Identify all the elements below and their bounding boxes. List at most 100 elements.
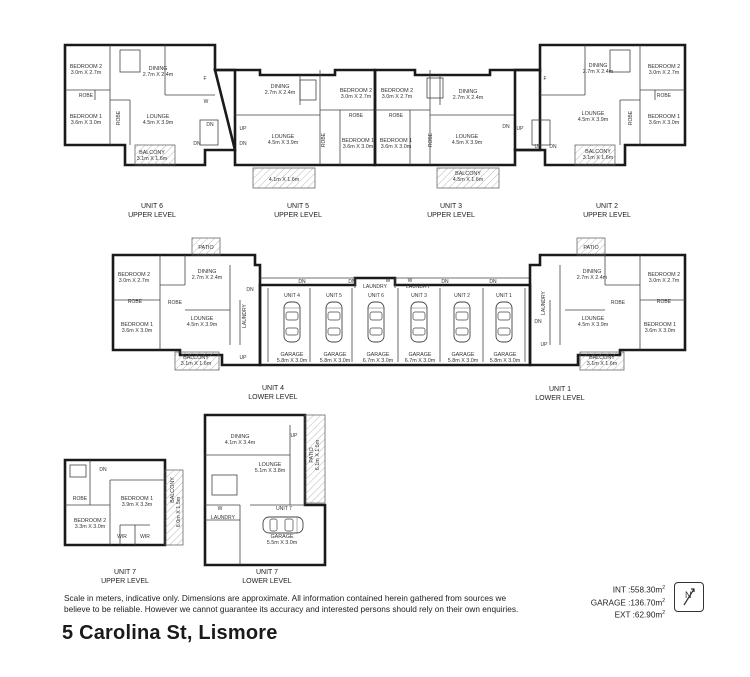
dn-tag: DN: [489, 279, 497, 285]
room-name: DINING: [583, 269, 602, 275]
room-size: 2.7m X 2.4m: [265, 90, 296, 96]
area-unit: 2: [662, 610, 665, 617]
room-size: 3.1m X 1.6m: [181, 361, 212, 367]
room-name: LOUNGE: [272, 134, 295, 140]
unit-level: UPPER LEVEL: [583, 212, 631, 219]
disclaimer-text: Scale in meters, indicative only. Dimens…: [64, 593, 519, 614]
unit-6-upper-plan: [63, 43, 237, 167]
room-size: 4.1m X 1.6m: [269, 177, 300, 183]
robe-tag: ROBE: [116, 110, 122, 125]
dn-tag: DN: [99, 467, 107, 473]
room-size: 3.1m X 1.6m: [587, 361, 618, 367]
dn-tag: DN: [239, 141, 247, 147]
unit-7-lower-plan: [203, 413, 327, 567]
room-name: BEDROOM 1: [380, 138, 412, 144]
up-tag: UP: [535, 144, 543, 150]
room-name: DINING: [231, 434, 250, 440]
room-size: 5.1m X 3.8m: [255, 468, 286, 474]
garage-unit-label: UNIT 1: [496, 293, 512, 299]
robe-tag: ROBE: [389, 113, 404, 119]
garage-unit-label: UNIT 2: [454, 293, 470, 299]
room-name: BEDROOM 2: [648, 272, 680, 278]
patio-tag: PATIO: [583, 245, 598, 251]
garage-unit-label: UNIT 6: [368, 293, 384, 299]
area-unit: 2: [662, 597, 665, 604]
room-name: DINING: [459, 89, 478, 95]
unit-level: LOWER LEVEL: [248, 394, 298, 401]
unit-title: UNIT 7: [256, 569, 278, 576]
room-size: 3.6m X 3.0m: [649, 120, 680, 126]
room-size: 4.5m X 3.9m: [187, 322, 218, 328]
dn-tag: DN: [502, 124, 510, 130]
room-name: BEDROOM 1: [70, 114, 102, 120]
unit-1-lower-plan: [528, 237, 687, 371]
room-size: 5.8m X 3.0m: [277, 358, 308, 364]
room-name: GARAGE: [323, 352, 346, 358]
area-value: :558.30m: [628, 585, 663, 595]
area-label: GARAGE: [590, 598, 626, 608]
room-name: DINING: [271, 84, 290, 90]
garage-block: [258, 276, 532, 367]
room-name: LOUNGE: [147, 114, 170, 120]
garage-unit-label: UNIT 5: [326, 293, 342, 299]
room-name: LOUNGE: [582, 111, 605, 117]
room-name: LOUNGE: [259, 462, 282, 468]
w-tag: W: [408, 278, 413, 284]
robe-tag: ROBE: [73, 496, 88, 502]
laundry-tag: LAUNDRY: [211, 515, 235, 521]
w-tag: W: [218, 506, 223, 512]
w-tag: W: [204, 99, 209, 105]
room-size: 4.1m X 3.4m: [225, 440, 256, 446]
room-name: BALCONY: [183, 355, 209, 361]
unit-title: UNIT 3: [440, 203, 462, 210]
up-tag: UP: [240, 355, 248, 361]
room-name: GARAGE: [366, 352, 389, 358]
unit-title: UNIT 2: [596, 203, 618, 210]
area-row-ext: EXT :62.90m2: [555, 608, 665, 621]
robe-tag: ROBE: [657, 299, 672, 305]
room-size: 2.7m X 2.4m: [577, 275, 608, 281]
room-size: 3.6m X 3.0m: [645, 328, 676, 334]
unit-level: UPPER LEVEL: [427, 212, 475, 219]
dn-tag: DN: [246, 287, 254, 293]
north-arrow-icon: N: [683, 588, 695, 606]
unit-title: UNIT 1: [549, 386, 571, 393]
room-name: BALCONY: [170, 477, 176, 503]
room-size: 4.5m X 3.9m: [578, 117, 609, 123]
room-size: 3.0m X 2.7m: [649, 278, 680, 284]
area-label: EXT: [614, 611, 631, 621]
room-size: 4.5m X 1.6m: [453, 177, 484, 183]
room-size: 6.1m X 1.5m: [315, 439, 321, 470]
room-name: BEDROOM 1: [644, 322, 676, 328]
room-size: 4.5m X 3.9m: [143, 120, 174, 126]
robe-tag: ROBE: [79, 93, 94, 99]
up-tag: UP: [517, 126, 525, 132]
dn-tag: DN: [534, 319, 542, 325]
room-name: BEDROOM 2: [648, 64, 680, 70]
room-size: 3.0m X 2.7m: [71, 70, 102, 76]
room-name: BALCONY: [455, 171, 481, 177]
room-name: BALCONY: [585, 149, 611, 155]
garage-unit-label: UNIT 3: [411, 293, 427, 299]
room-size: 3.9m X 3.3m: [122, 502, 153, 508]
room-size: 5.8m X 3.0m: [448, 358, 479, 364]
unit-level: LOWER LEVEL: [535, 395, 585, 402]
room-name: BEDROOM 2: [118, 272, 150, 278]
room-size: 3.3m X 3.0m: [75, 524, 106, 530]
room-size: 4.5m X 3.9m: [268, 140, 299, 146]
compass-icon: N: [674, 582, 704, 612]
room-size: 3.6m X 3.0m: [343, 144, 374, 150]
laundry-tag: LAUNDRY: [406, 284, 430, 290]
room-size: 2.7m X 2.4m: [143, 72, 174, 78]
garage-unit-label: UNIT 4: [284, 293, 300, 299]
room-name: DINING: [198, 269, 217, 275]
robe-tag: ROBE: [128, 299, 143, 305]
room-name: BALCONY: [589, 355, 615, 361]
area-row-int: INT :558.30m2: [555, 583, 665, 596]
room-size: 2.7m X 2.4m: [453, 95, 484, 101]
unit-7-upper-plan: [63, 458, 184, 547]
property-address: 5 Carolina St, Lismore: [62, 622, 278, 644]
room-size: 2.7m X 2.4m: [192, 275, 223, 281]
room-name: GARAGE: [493, 352, 516, 358]
